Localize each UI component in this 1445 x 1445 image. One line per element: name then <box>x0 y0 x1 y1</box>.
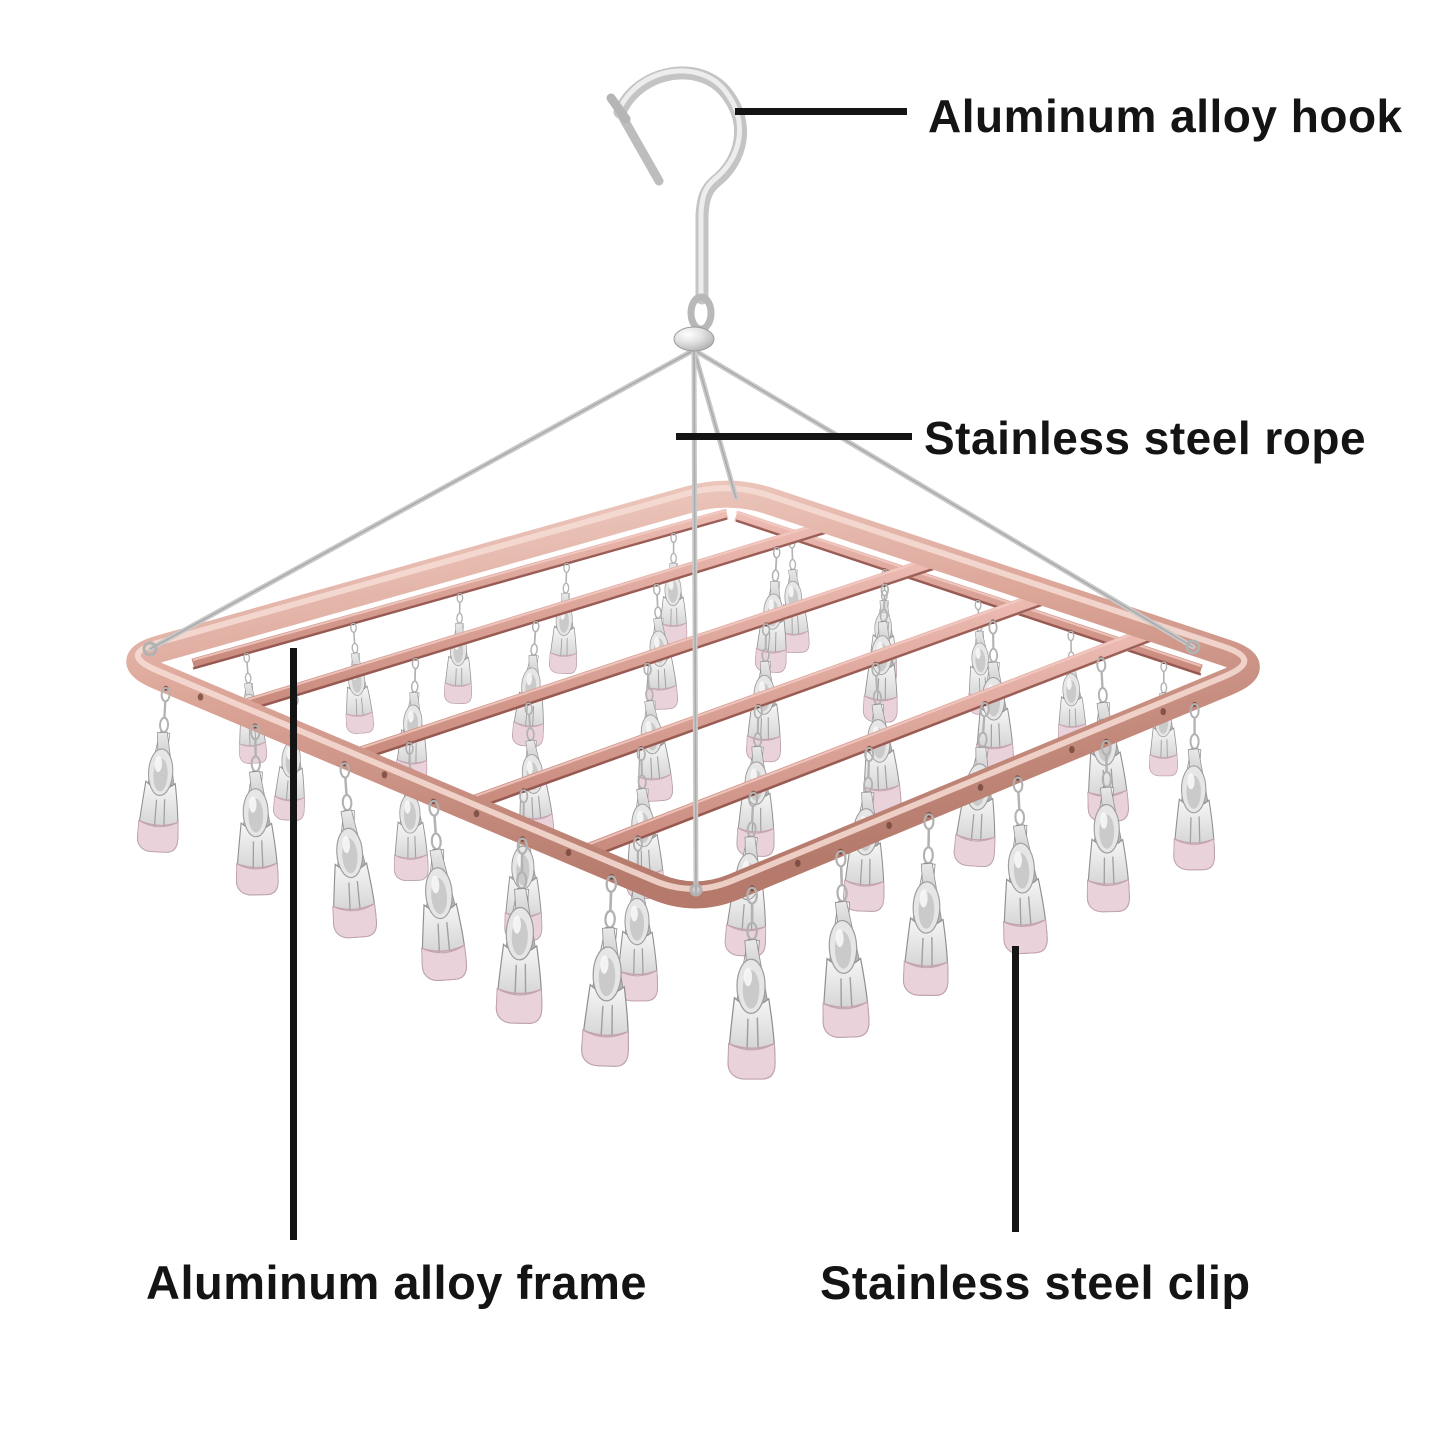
label-stainless-steel-clip: Stainless steel clip <box>820 1256 1251 1309</box>
label-aluminum-alloy-frame: Aluminum alloy frame <box>146 1256 647 1309</box>
frame-crossbars-and-clips <box>233 517 1162 1002</box>
callout-line-clip <box>1012 946 1019 1232</box>
label-aluminum-alloy-hook: Aluminum alloy hook <box>928 90 1403 142</box>
hook-graphic <box>606 66 747 352</box>
label-stainless-steel-rope: Stainless steel rope <box>924 412 1367 464</box>
callout-line-frame <box>290 648 297 1240</box>
callout-line-rope <box>676 433 912 440</box>
callout-line-hook <box>735 108 907 115</box>
rope-graphic <box>142 347 1201 897</box>
